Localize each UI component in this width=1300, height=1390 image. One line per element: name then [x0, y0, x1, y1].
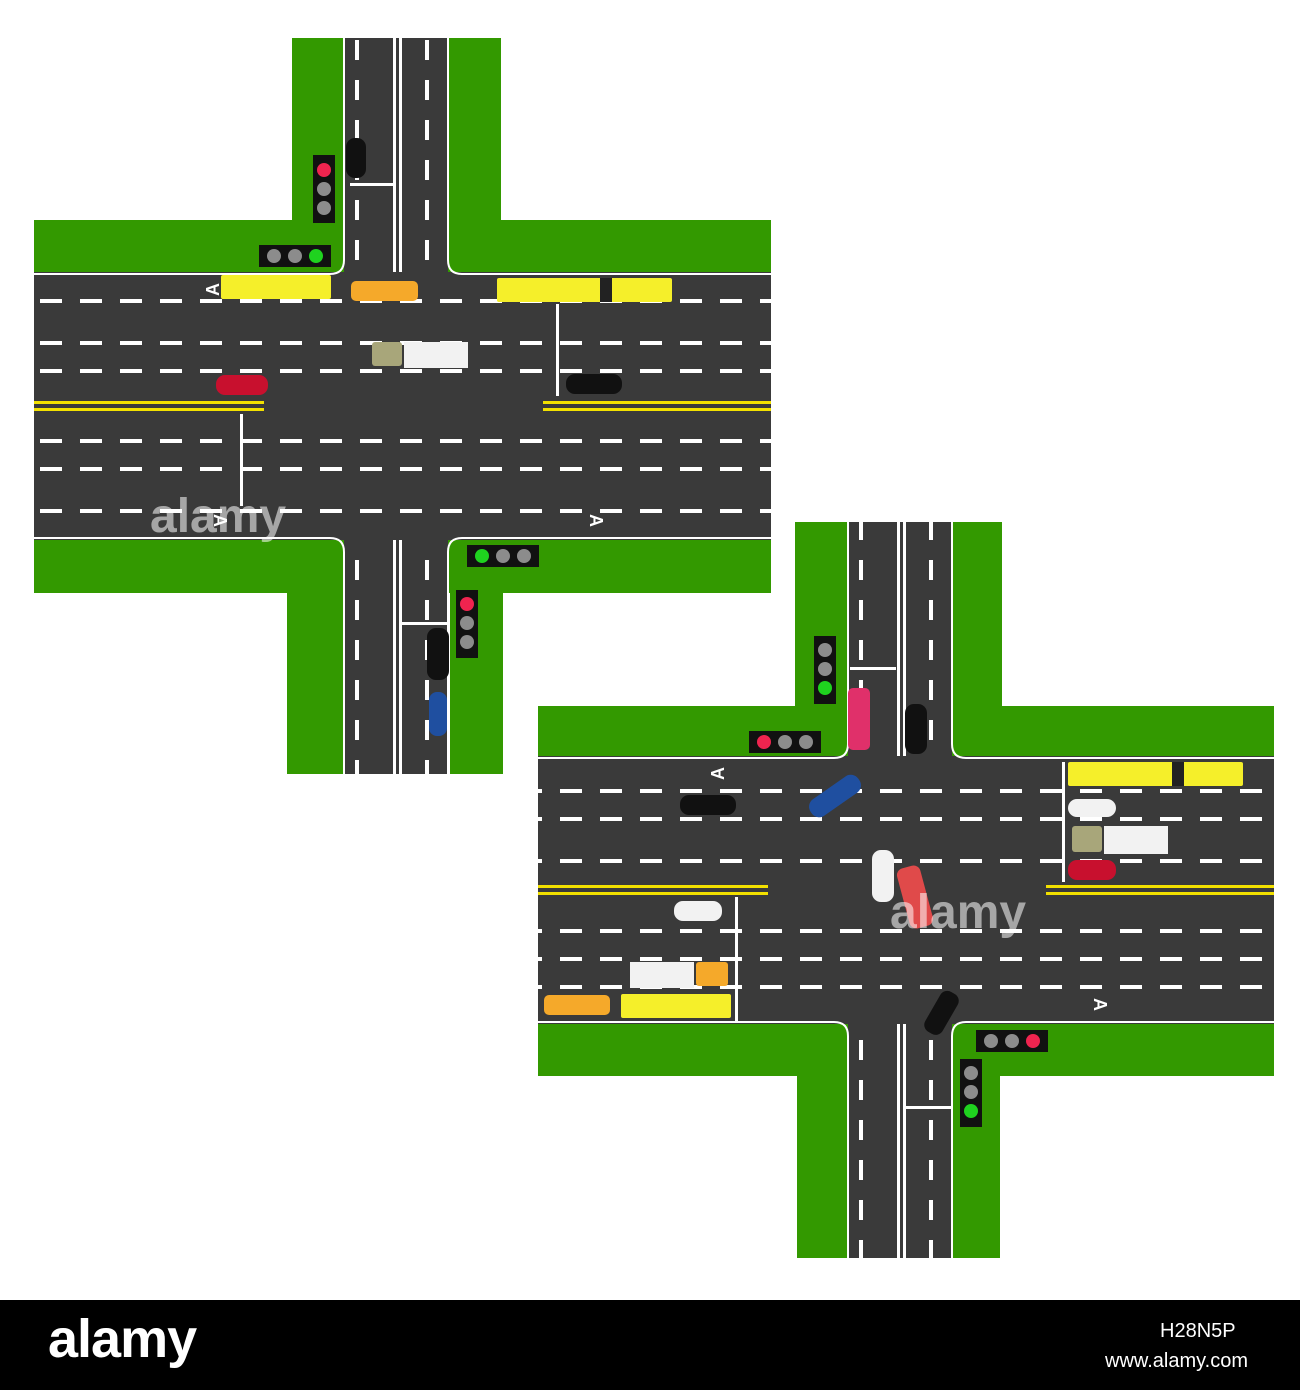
center-line-right — [1046, 885, 1274, 888]
truck — [630, 962, 694, 988]
bus — [621, 994, 731, 1018]
car — [216, 375, 268, 395]
road-letter-2b: A — [1090, 998, 1110, 1011]
traffic-light — [960, 1059, 982, 1127]
traffic-light — [976, 1030, 1048, 1052]
car — [429, 692, 447, 736]
center-line-left — [34, 401, 264, 404]
bus — [221, 275, 331, 299]
intersection-illustration: A A A — [34, 38, 1274, 1258]
median-south — [897, 1024, 900, 1258]
car — [566, 374, 622, 394]
traffic-light — [749, 731, 821, 753]
traffic-light — [456, 590, 478, 658]
car — [905, 704, 927, 754]
road-letter-1b: A — [210, 514, 230, 527]
truck — [372, 342, 402, 366]
grass-sw-narrow — [287, 535, 352, 774]
image-id: H28N5P — [1160, 1320, 1236, 1342]
car — [674, 901, 722, 921]
van — [848, 688, 870, 750]
truck — [1072, 826, 1102, 852]
car — [809, 774, 861, 818]
van — [544, 995, 610, 1015]
watermark: alamy — [890, 886, 1026, 939]
car — [427, 628, 449, 680]
grass-se-narrow — [950, 1020, 1000, 1258]
grass-sw-narrow — [797, 1020, 848, 1258]
median-north — [897, 522, 900, 756]
brand-logo: alamy — [48, 1309, 197, 1369]
car — [346, 138, 366, 178]
car — [924, 990, 959, 1035]
road-letter-1c: A — [586, 514, 606, 527]
car — [896, 865, 934, 929]
watermark: alamy — [150, 490, 286, 543]
van — [351, 281, 418, 301]
center-line-left — [538, 885, 768, 888]
bus — [497, 278, 672, 302]
site-url: www.alamy.com — [1105, 1350, 1248, 1372]
center-line-right — [543, 401, 771, 404]
traffic-light — [259, 245, 331, 267]
footer-bar: alamy H28N5P www.alamy.com — [0, 1300, 1300, 1390]
car — [1068, 860, 1116, 880]
grass-ne-wide — [444, 220, 771, 278]
road-letter-2a: A — [708, 767, 728, 780]
grass-ne-wide — [950, 706, 1274, 760]
median-south — [393, 540, 396, 774]
car — [1068, 799, 1116, 817]
road-letter-1a: A — [203, 283, 223, 296]
grass-sw — [538, 1020, 848, 1076]
traffic-light — [467, 545, 539, 567]
traffic-light — [814, 636, 836, 704]
car — [680, 795, 736, 815]
traffic-light — [313, 155, 335, 223]
intersection-1: A A A — [34, 38, 771, 774]
bus — [1068, 762, 1243, 786]
intersection-2: A A — [538, 522, 1274, 1258]
median-north — [393, 38, 396, 272]
car — [872, 850, 894, 902]
